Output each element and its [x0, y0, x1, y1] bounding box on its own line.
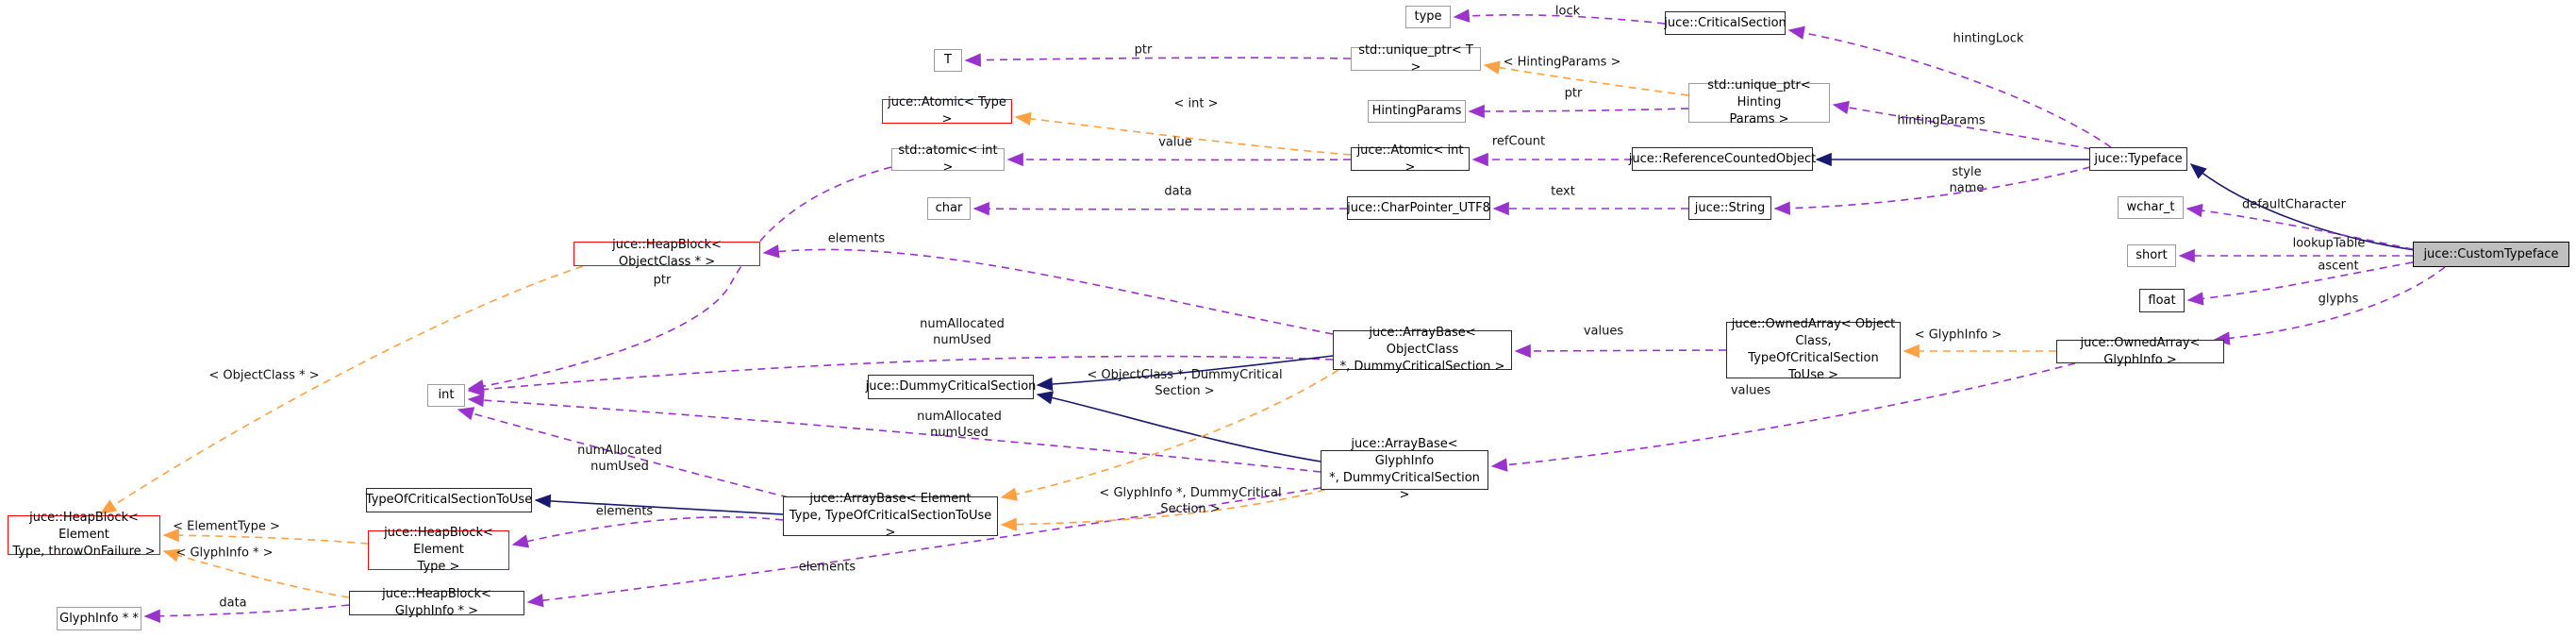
edge-usage-unique-ptr-hinting-to-hinting-params: [1468, 104, 1689, 119]
node-t-param: T: [934, 49, 962, 72]
node-char-box: char: [927, 197, 971, 220]
node-wchar-t-box: wchar_t: [2118, 196, 2184, 219]
edge-usage-array-base-element-type-to-heap-block-element-type: [511, 516, 784, 548]
edge-label-glyphs: glyphs: [2318, 292, 2359, 307]
edge-label-data: data: [1164, 184, 1192, 199]
node-array-base-element-type[interactable]: juce::ArrayBase< Element Type, TypeOfCri…: [783, 492, 998, 540]
edge-label-style: style name: [1949, 165, 1985, 195]
edge-label-numallocated: numAllocated numUsed: [920, 317, 1005, 347]
node-custom-typeface: juce::CustomTypeface: [2413, 242, 2569, 267]
edge-template-array-base-object-class-to-array-base-element-type: [1000, 369, 1339, 501]
node-atomic-int[interactable]: juce::Atomic< int >: [1351, 143, 1470, 175]
edge-usage-array-base-element-type-to-int-box: [457, 407, 789, 498]
node-type-box: type: [1405, 6, 1451, 28]
edge-usage-typeface-to-string: [1773, 166, 2091, 215]
edge-label-hintingparams: hintingParams: [1897, 113, 1986, 128]
node-string[interactable]: juce::String: [1688, 196, 1771, 220]
edge-label-elements: elements: [595, 504, 654, 519]
node-typeface[interactable]: juce::Typeface: [2089, 147, 2187, 171]
node-owned-array-glyph-info[interactable]: juce::OwnedArray< GlyphInfo >: [2056, 336, 2224, 367]
edge-label-refcount: refCount: [1491, 134, 1546, 149]
edge-inheritance-array-base-object-class-to-dummy-critical-section: [1036, 355, 1334, 392]
edge-label-ptr: ptr: [1134, 42, 1153, 58]
node-unique-ptr-t: std::unique_ptr< T >: [1351, 43, 1481, 75]
edge-label-hintingparams: < HintingParams >: [1503, 55, 1621, 70]
edge-label-hintinglock: hintingLock: [1953, 31, 2024, 46]
edge-template-heap-block-glyph-info-to-heap-block-element-throw: [162, 548, 350, 598]
edge-template-heap-block-element-type-to-heap-block-element-throw: [162, 528, 369, 545]
node-owned-array-object-class[interactable]: juce::OwnedArray< Object Class, TypeOfCr…: [1726, 317, 1901, 382]
node-heap-block-element-throw[interactable]: juce::HeapBlock< Element Type, throwOnFa…: [8, 511, 160, 559]
edge-label-defaultcharacter: defaultCharacter: [2242, 197, 2346, 212]
edge-label-text: text: [1551, 184, 1575, 199]
edge-label-elements: elements: [827, 231, 886, 246]
node-glyph-info-pp: GlyphInfo * *: [57, 607, 141, 630]
node-array-base-glyph-info[interactable]: juce::ArrayBase< GlyphInfo *, DummyCriti…: [1321, 437, 1488, 502]
edge-label-lock: lock: [1554, 4, 1581, 19]
edge-usage-typeface-to-unique-ptr-hinting: [1832, 100, 2092, 150]
edge-usage-unique-ptr-t-to-t-param: [964, 53, 1352, 67]
node-unique-ptr-hinting: std::unique_ptr< Hinting Params >: [1688, 78, 1830, 126]
edge-label-glyphinfo*dummycritical: < GlyphInfo *, DummyCritical Section >: [1099, 486, 1282, 516]
node-critical-section[interactable]: juce::CriticalSection: [1664, 11, 1787, 35]
edge-label-elementtype: < ElementType >: [173, 519, 280, 534]
edge-usage-typeface-to-critical-section: [1787, 25, 2112, 148]
node-std-atomic-int: std::atomic< int >: [891, 143, 1005, 175]
node-char-pointer-utf8[interactable]: juce::CharPointer_UTF8: [1347, 196, 1490, 220]
edge-label-numallocated: numAllocated numUsed: [577, 444, 662, 474]
edge-inheritance-array-base-glyph-info-to-dummy-critical-section: [1036, 391, 1321, 462]
edge-label-data: data: [219, 596, 247, 611]
edge-label-objectclass*dummycritical: < ObjectClass *, DummyCritical Section >: [1087, 368, 1283, 398]
edge-inheritance-custom-typeface-to-typeface: [2189, 163, 2416, 251]
edge-template-array-base-glyph-info-to-array-base-element-type: [1000, 489, 1326, 531]
edge-usage-custom-typeface-to-float-box: [2186, 261, 2414, 306]
edge-usage-array-base-glyph-info-to-int-box: [467, 393, 1321, 473]
node-array-base-object-class[interactable]: juce::ArrayBase< ObjectClass *, DummyCri…: [1333, 326, 1512, 374]
edge-usage-critical-section-to-type-box: [1453, 8, 1666, 25]
node-type-of-critical-section-to-use[interactable]: TypeOfCriticalSectionToUse: [366, 488, 532, 512]
edge-template-heap-block-object-class-to-heap-block-element-throw: [99, 265, 584, 514]
edge-usage-heap-block-glyph-info-to-glyph-info-pp: [143, 604, 350, 623]
edge-label-int: < int >: [1173, 96, 1219, 111]
edge-label-glyphinfo: < GlyphInfo >: [1914, 327, 2003, 343]
edge-usage-std-atomic-int-to-int-box: [467, 166, 892, 394]
edge-label-glyphinfo*: < GlyphInfo * >: [175, 546, 274, 561]
node-hinting-params: HintingParams: [1368, 100, 1466, 123]
edge-usage-array-base-object-class-to-heap-block-object-class: [762, 244, 1334, 335]
edge-label-ptr: ptr: [1564, 86, 1583, 101]
edge-label-value: value: [1158, 135, 1192, 150]
node-atomic-type[interactable]: juce::Atomic< Type >: [882, 95, 1012, 126]
edge-usage-char-pointer-utf8-to-char-box: [972, 201, 1348, 216]
node-heap-block-object-class[interactable]: juce::HeapBlock< ObjectClass * >: [573, 238, 760, 269]
edge-usage-owned-array-object-class-to-array-base-object-class: [1514, 344, 1727, 359]
node-dummy-critical-section[interactable]: juce::DummyCriticalSection: [866, 375, 1036, 399]
edge-usage-array-base-object-class-to-int-box: [467, 355, 1334, 396]
edge-label-lookuptable: lookupTable: [2292, 236, 2366, 251]
node-float-box[interactable]: float: [2139, 289, 2185, 312]
edge-label-values: values: [1730, 383, 1771, 398]
node-reference-counted-object[interactable]: juce::ReferenceCountedObject: [1629, 147, 1816, 171]
node-heap-block-glyph-info[interactable]: juce::HeapBlock< GlyphInfo * >: [349, 587, 524, 618]
edge-usage-owned-array-glyph-info-to-array-base-glyph-info: [1490, 362, 2076, 472]
edge-usage-array-base-glyph-info-to-heap-block-glyph-info: [526, 487, 1321, 608]
edge-label-ptr: ptr: [653, 273, 672, 288]
edge-label-elements: elements: [798, 560, 856, 575]
node-short-box: short: [2127, 244, 2176, 267]
edge-usage-custom-typeface-to-wchar-t-box: [2185, 203, 2414, 250]
node-heap-block-element-type[interactable]: juce::HeapBlock< Element Type >: [368, 526, 509, 574]
edge-label-values: values: [1583, 324, 1624, 339]
node-int-box: int: [427, 384, 465, 407]
edge-label-numallocated: numAllocated numUsed: [917, 410, 1002, 440]
edge-inheritance-array-base-element-type-to-type-of-critical-section-to-use: [534, 494, 784, 515]
edge-label-ascent: ascent: [2318, 259, 2359, 274]
edge-template-unique-ptr-hinting-to-unique-ptr-t: [1483, 60, 1689, 96]
edge-label-objectclass*: < ObjectClass * >: [208, 368, 320, 383]
edge-template-atomic-int-to-atomic-type: [1014, 111, 1352, 156]
